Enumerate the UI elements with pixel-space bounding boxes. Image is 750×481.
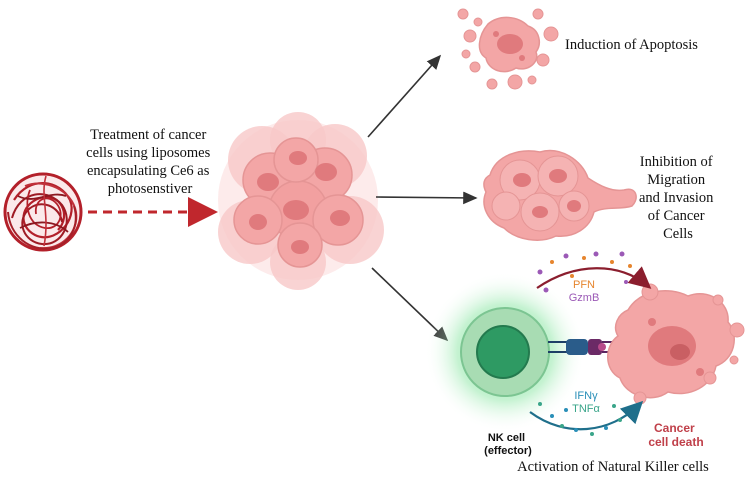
treatment-label-line: Treatment of cancer (90, 127, 206, 143)
treatment-label-line: cells using liposomes (86, 145, 210, 161)
nk-activation-label: Activation of Natural Killer cells (517, 459, 709, 475)
cytokine-dots (538, 402, 622, 436)
migration-label-line: and Invasion (639, 190, 714, 206)
treatment-label-line: encapsulating Ce6 as (87, 163, 210, 179)
cancer-death-label-line: Cancer (654, 421, 695, 435)
dying-cancer-cell-icon (607, 283, 745, 405)
migration-label: Inhibition of Migration and Invasion of … (639, 154, 717, 242)
gzmb-label: GzmB (569, 292, 600, 304)
treatment-label: Treatment of cancer cells using liposome… (86, 127, 214, 197)
arrow-to-migration (375, 191, 478, 205)
cancer-death-label: Cancer cell death (648, 421, 703, 449)
nk-cell-label-line: (effector) (484, 445, 532, 457)
apoptosis-label: Induction of Apoptosis (565, 37, 698, 53)
apoptotic-cell-icon (457, 8, 559, 90)
tnfa-label: TNFα (572, 403, 600, 415)
cancer-death-label-line: cell death (648, 435, 703, 449)
migration-label-line: Cells (663, 226, 693, 242)
migration-label-line: Inhibition of (640, 154, 713, 170)
arrow-to-apoptosis (367, 54, 442, 138)
cytotoxic-arc-arrow (536, 266, 652, 289)
tumor-cluster-icon (218, 112, 384, 290)
nk-cell-icon (460, 307, 550, 397)
pfn-label: PFN (573, 279, 595, 291)
nk-cell-label: NK cell (effector) (484, 432, 532, 457)
migration-label-line: Migration (647, 172, 706, 188)
cytokine-arc-arrow (529, 400, 644, 431)
granule-dots (537, 251, 632, 293)
nk-cell-label-line: NK cell (488, 432, 525, 444)
liposome-icon (3, 172, 83, 252)
ifng-label: IFNγ (574, 390, 598, 402)
migration-label-line: of Cancer (648, 208, 705, 224)
migrating-cell-icon (483, 149, 637, 241)
treatment-label-line: photosenstiver (108, 181, 193, 197)
